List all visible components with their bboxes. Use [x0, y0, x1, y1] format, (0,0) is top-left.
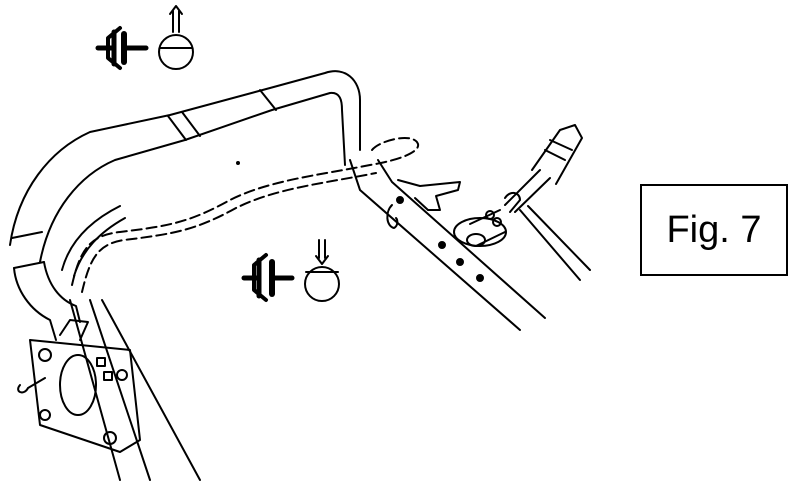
clutch-disengage-icon: [95, 26, 149, 70]
engine-housing: [17, 299, 201, 481]
handle-bar: [9, 70, 361, 341]
knob-up-arrow-icon: [158, 5, 194, 70]
lower-handle-right: [349, 124, 591, 331]
clutch-engage-icon: [241, 253, 295, 302]
figure-label: Fig. 7: [666, 208, 762, 251]
knob-down-arrow-icon: [304, 239, 340, 302]
figure-label-box: Fig. 7: [640, 184, 788, 276]
clutch-cable: [71, 136, 420, 293]
